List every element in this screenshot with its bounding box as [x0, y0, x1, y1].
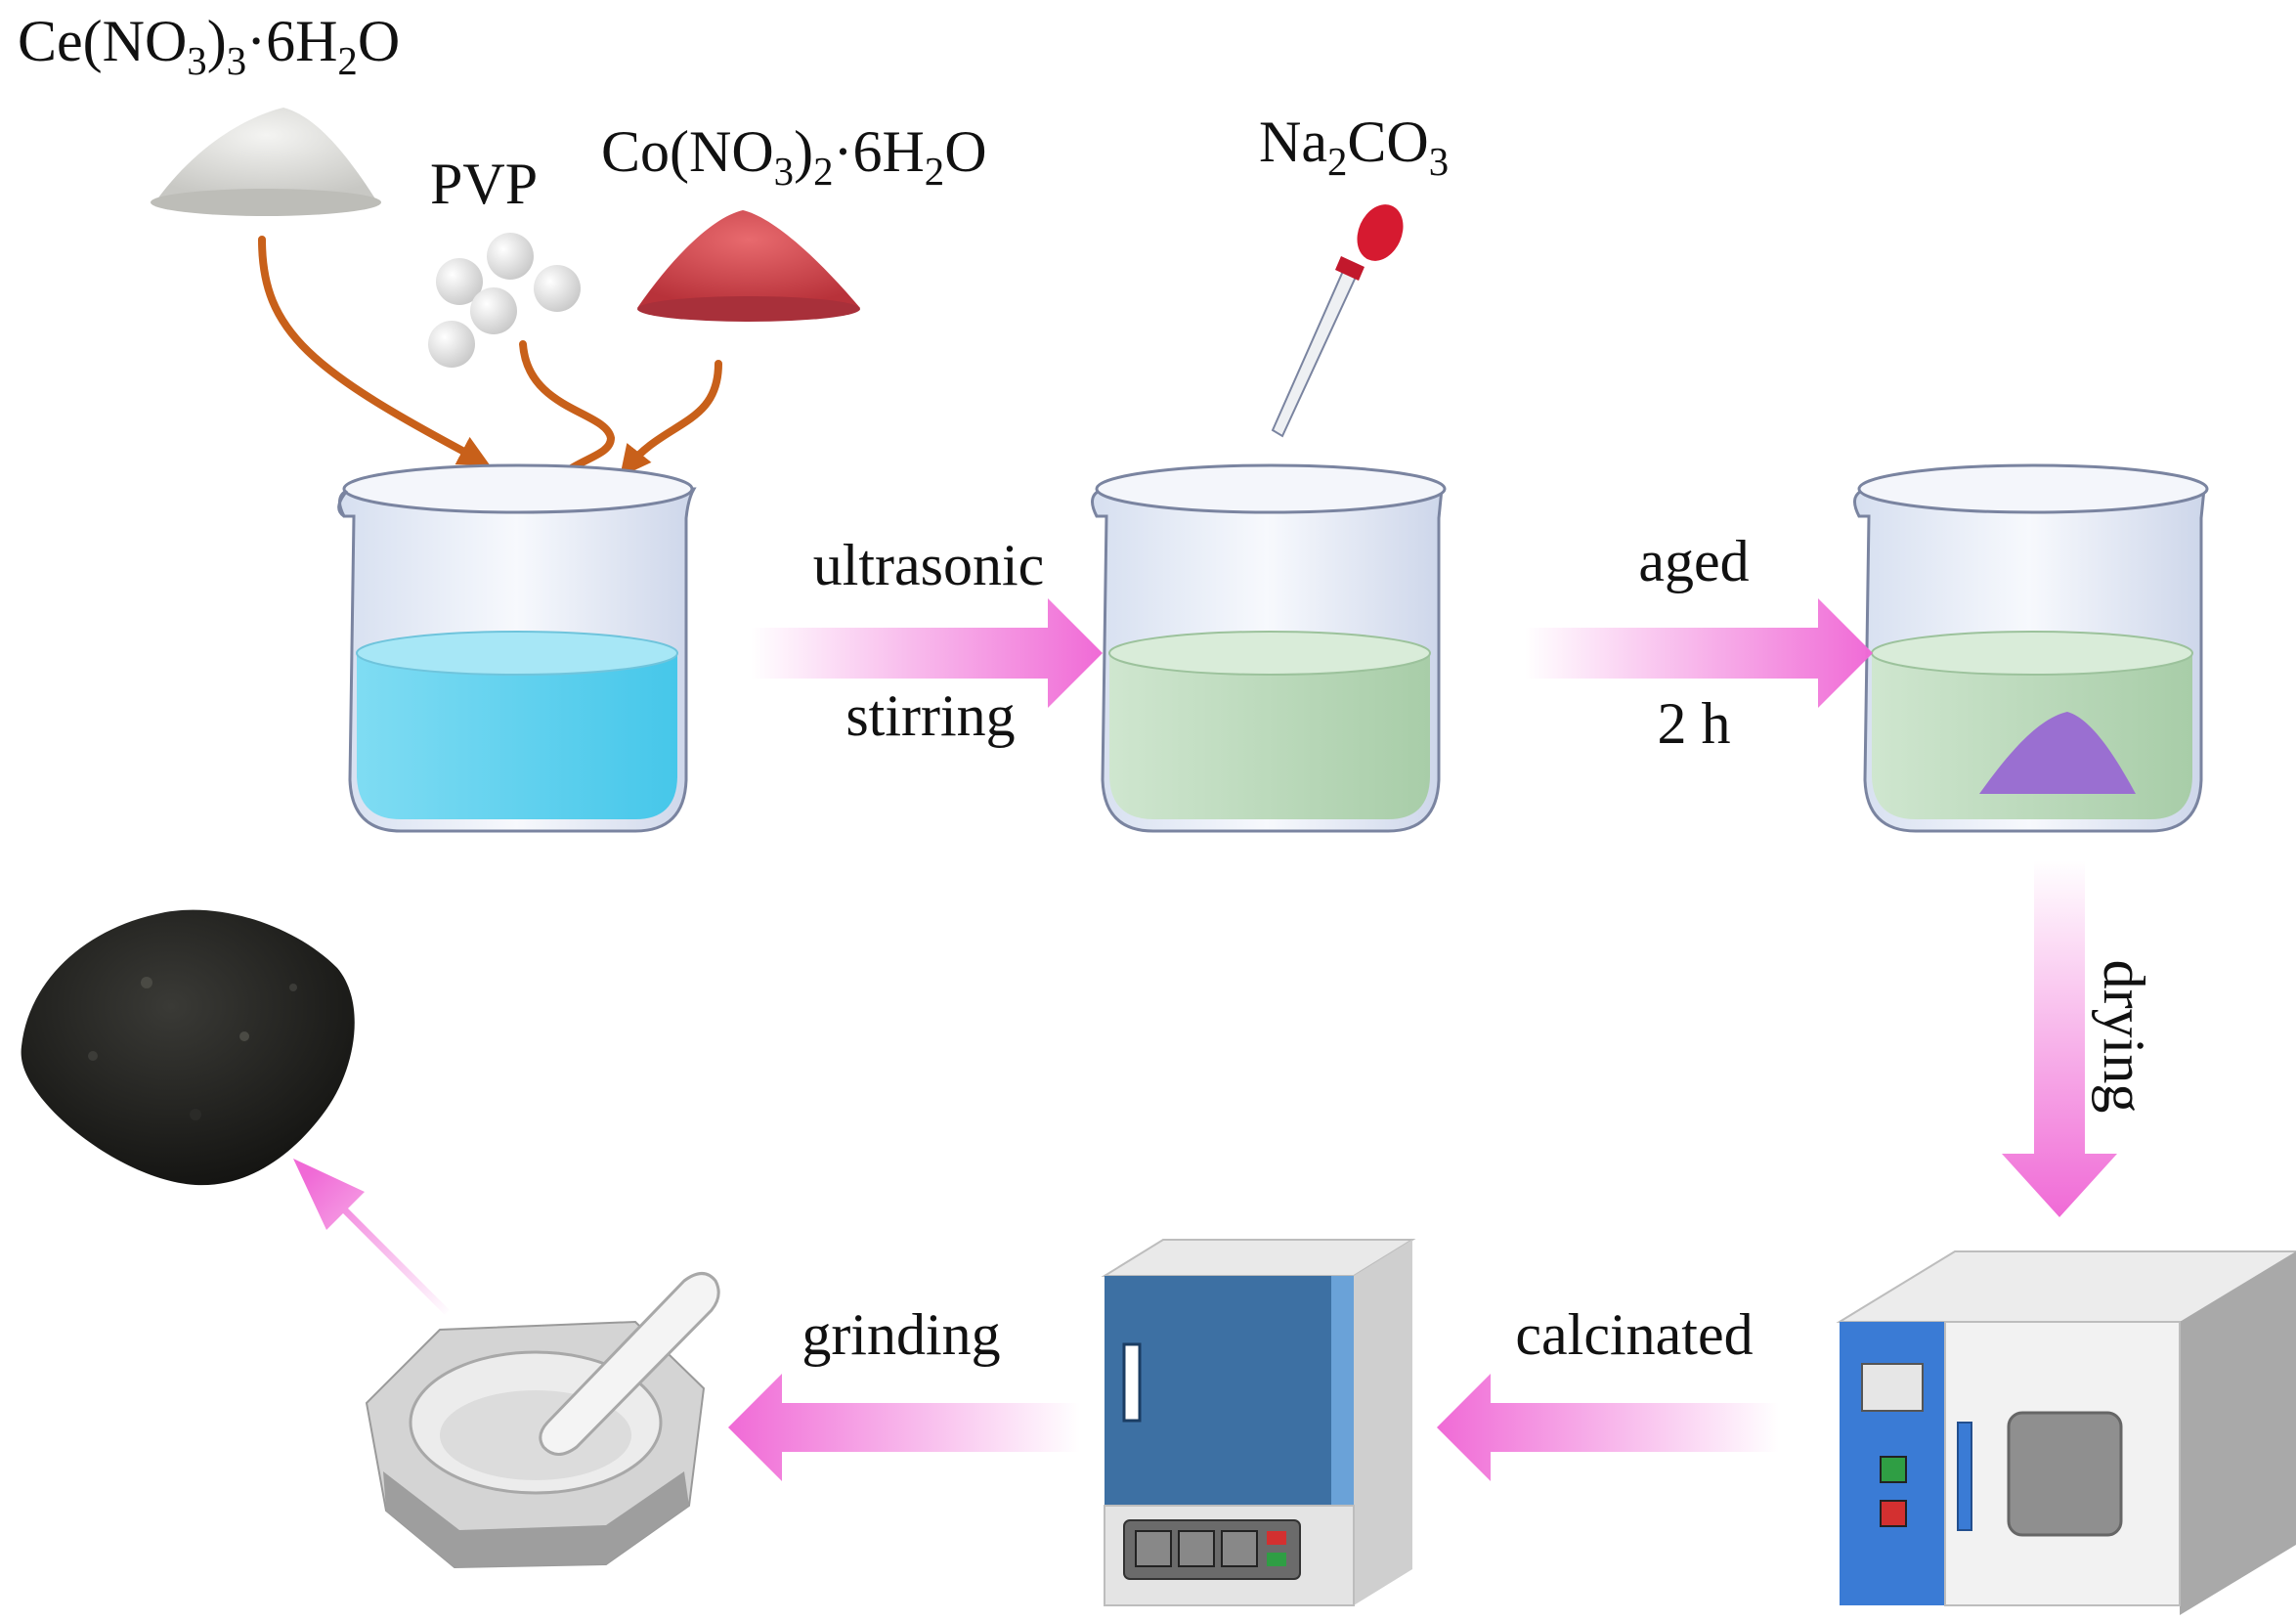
- step-ultrasonic-label: ultrasonic: [813, 533, 1045, 597]
- red-powder-pile-icon: [637, 210, 860, 322]
- oven-display: [1861, 1363, 1924, 1412]
- oven-red-button: [1880, 1500, 1907, 1527]
- white-powder-pile-icon: [151, 108, 381, 216]
- beaker-green-solution: [1091, 463, 1447, 833]
- ce-addition-arrow: [258, 236, 491, 465]
- dropper-icon: [1271, 204, 1404, 438]
- muffle-furnace-icon: [1101, 1239, 1416, 1606]
- arrow-aged: [1525, 598, 1873, 708]
- reagent-addition-arrows: [258, 236, 722, 505]
- sodium-carbonate-label: Na2CO3: [1259, 110, 1449, 184]
- purple-precipitate-icon: [1979, 712, 2136, 794]
- arrow-calcinated: [1437, 1374, 1779, 1481]
- furnace-red-button: [1267, 1531, 1286, 1545]
- furnace-door-handle: [1122, 1342, 1142, 1423]
- pvp-beads-icon: [428, 233, 581, 368]
- step-grinding-label: grinding: [801, 1302, 1000, 1367]
- pvp-label: PVP: [430, 152, 538, 216]
- black-product-powder-icon: [21, 909, 355, 1186]
- arrow-to-product: [293, 1159, 450, 1315]
- step-drying-label: drying: [2092, 960, 2156, 1114]
- co-nitrate-label: Co(NO3)2·6H2O: [601, 119, 987, 194]
- beaker-blue-solution: [337, 463, 697, 833]
- mortar-pestle-icon: [365, 1272, 720, 1569]
- co-addition-arrow: [620, 360, 722, 478]
- step-calcinated-label: calcinated: [1515, 1302, 1753, 1367]
- step-stirring-label: stirring: [845, 683, 1015, 748]
- step-aged-label: aged: [1638, 529, 1749, 593]
- arrow-grinding: [728, 1374, 1080, 1481]
- oven-window: [2007, 1411, 2123, 1537]
- pestle-icon: [539, 1272, 720, 1456]
- oven-green-button: [1880, 1456, 1907, 1483]
- oven-handle: [1957, 1422, 1972, 1531]
- arrow-drying: [2002, 860, 2117, 1217]
- ce-nitrate-label: Ce(NO3)3·6H2O: [18, 9, 400, 83]
- arrow-ultrasonic-stirring: [751, 598, 1103, 708]
- beaker-precipitate: [1853, 463, 2209, 833]
- step-2h-label: 2 h: [1658, 691, 1731, 756]
- drying-oven-icon: [1836, 1250, 2296, 1615]
- furnace-green-button: [1267, 1553, 1286, 1566]
